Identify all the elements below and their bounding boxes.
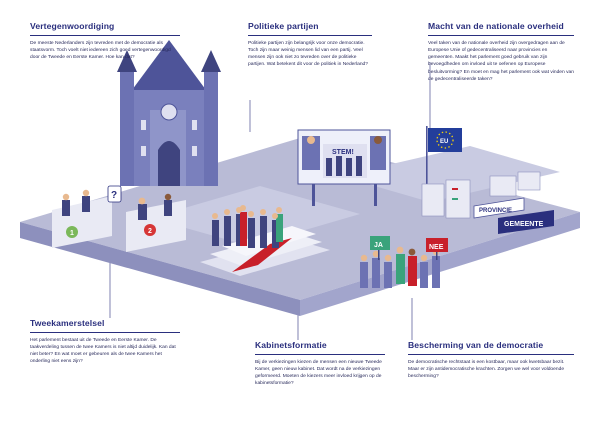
section-politieke-partijen: Politieke partijen Politieke partijen zi… [248,21,372,69]
poster-stem-label: STEM! [332,149,354,156]
politieke-partijen-rule [248,35,372,36]
bescherming-title: Bescherming van de democratie [408,340,544,350]
kabinetsformatie-rule [255,354,385,355]
eu-flag [426,126,462,184]
kabinetsformatie-title: Kabinetsformatie [255,340,327,350]
vertegenwoordiging-rule [30,35,180,36]
bescherming-rule [408,354,574,355]
tweekamerstelsel-text: Het parlement bestaat uit de Tweede en E… [30,337,176,365]
macht-rule [428,35,574,36]
politieke-partijen-title: Politieke partijen [248,21,319,31]
question-mark: ? [111,190,117,201]
platform [20,138,580,316]
parliament-chambers [52,185,186,252]
vertegenwoordiging-text: De meeste Nederlanders zijn tevreden met… [30,40,171,61]
archive-cabinets [421,171,541,219]
politieke-partijen-text: Politieke partijen zijn belangrijk voor … [248,40,368,68]
badge-two: 2 [148,228,152,235]
kabinetsformatie-text: Bij de verkiezingen kiezen de mensen een… [255,359,382,387]
ja-sign-label: JA [374,242,383,249]
tweekamerstelsel-title: Tweekamerstelsel [30,318,105,328]
section-vertegenwoordiging: Vertegenwoordiging De meeste Nederlander… [30,21,180,61]
provincie-label: PROVINCIE [479,208,512,214]
bescherming-text: De democratische rechtstaat is een kostb… [408,359,565,380]
section-kabinetsformatie: Kabinetsformatie Bij de verkiezingen kie… [255,340,385,388]
badge-one: 1 [70,230,74,237]
section-tweekamerstelsel: Tweekamerstelsel Het parlement bestaat u… [30,318,180,366]
nee-sign-label: NEE [429,244,444,251]
section-macht: Macht van de nationale overheid Veel tak… [428,21,574,83]
gemeente-label: GEMEENTE [504,221,544,228]
protest-crowd [360,236,448,288]
section-bescherming: Bescherming van de democratie De democra… [408,340,574,380]
provincie-sign [473,197,525,219]
eu-flag-label: EU [440,139,448,145]
gemeente-sign [498,210,554,234]
binnenhof-building [117,40,221,186]
party-billboard [297,129,391,206]
vertegenwoordiging-title: Vertegenwoordiging [30,21,115,31]
kabinet-stairs [200,205,330,276]
macht-title: Macht van de nationale overheid [428,21,564,31]
macht-text: Veel taken van de nationale overheid zij… [428,40,574,82]
tweekamerstelsel-rule [30,332,180,333]
